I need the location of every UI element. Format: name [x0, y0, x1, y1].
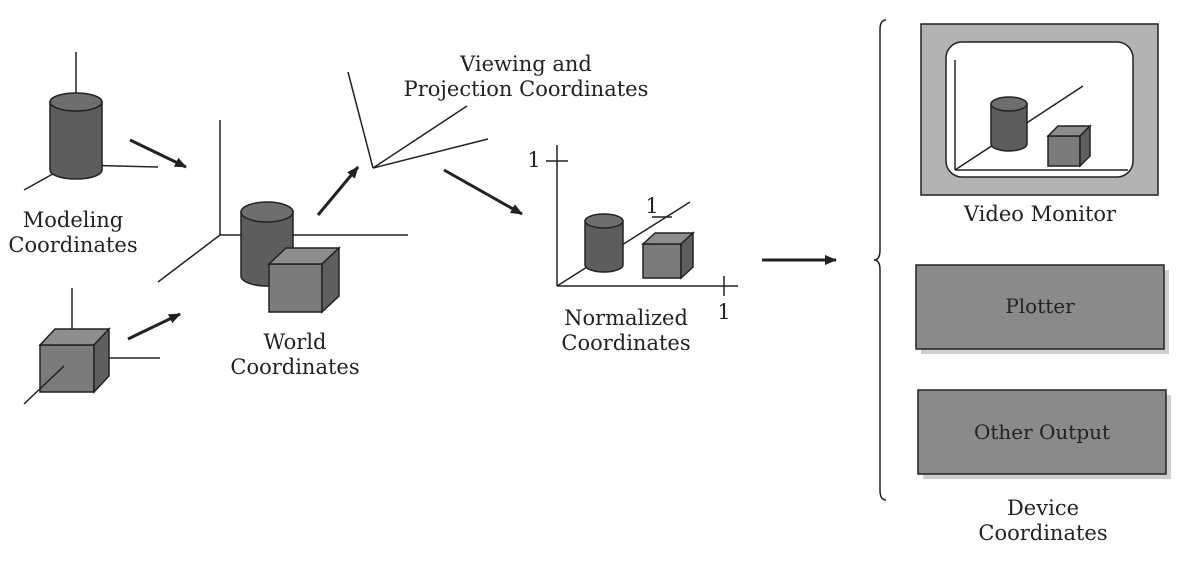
- modeling-label-line2: Coordinates: [8, 233, 138, 257]
- video-monitor: [920, 23, 1159, 196]
- normalized-coordinates-label: Normalized Coordinates: [546, 306, 706, 356]
- arrow-world-to-viewing: [316, 166, 360, 216]
- modeling-cube-axes: [71, 288, 160, 359]
- device-brace: [873, 19, 887, 501]
- video-monitor-label: Video Monitor: [963, 202, 1117, 226]
- viewing-axes: [347, 71, 489, 169]
- plotter-box: [915, 264, 1169, 354]
- other-output-box: [917, 389, 1171, 479]
- arrow-model-to-world-2: [127, 312, 181, 341]
- device-coordinates-label: Device Coordinates: [958, 496, 1128, 546]
- viewing-coordinates-label: Viewing and Projection Coordinates: [396, 52, 656, 102]
- viewing-label-line2: Projection Coordinates: [403, 77, 649, 101]
- world-coordinates-label: World Coordinates: [214, 330, 376, 380]
- world-label-line2: Coordinates: [230, 355, 360, 379]
- world-label-line1: World: [263, 330, 327, 354]
- modeling-coordinates-label: Modeling Coordinates: [0, 208, 146, 258]
- plotter-label: Plotter: [1005, 294, 1075, 318]
- modeling-cube: [38, 327, 111, 394]
- viewing-label-line1: Viewing and: [460, 52, 592, 76]
- arrow-model-to-world-1: [129, 138, 187, 169]
- normalized-axes: [546, 145, 738, 296]
- normalized-cylinder: [584, 213, 624, 273]
- normalized-tick-y-label: 1: [527, 148, 541, 172]
- modeling-cylinder: [49, 92, 103, 180]
- normalized-label-line1: Normalized: [564, 306, 688, 330]
- modeling-cube-axis-front: [23, 365, 65, 405]
- device-label-line2: Coordinates: [978, 521, 1108, 545]
- normalized-label-line2: Coordinates: [561, 331, 691, 355]
- world-cube: [267, 246, 341, 314]
- normalized-tick-z-label: 1: [645, 194, 659, 218]
- other-output-label: Other Output: [973, 420, 1111, 444]
- normalized-cube: [641, 231, 695, 280]
- normalized-tick-x-label: 1: [717, 300, 731, 324]
- device-label-line1: Device: [1006, 496, 1080, 520]
- modeling-label-line1: Modeling: [22, 208, 124, 232]
- arrow-viewing-to-normalized: [443, 168, 523, 216]
